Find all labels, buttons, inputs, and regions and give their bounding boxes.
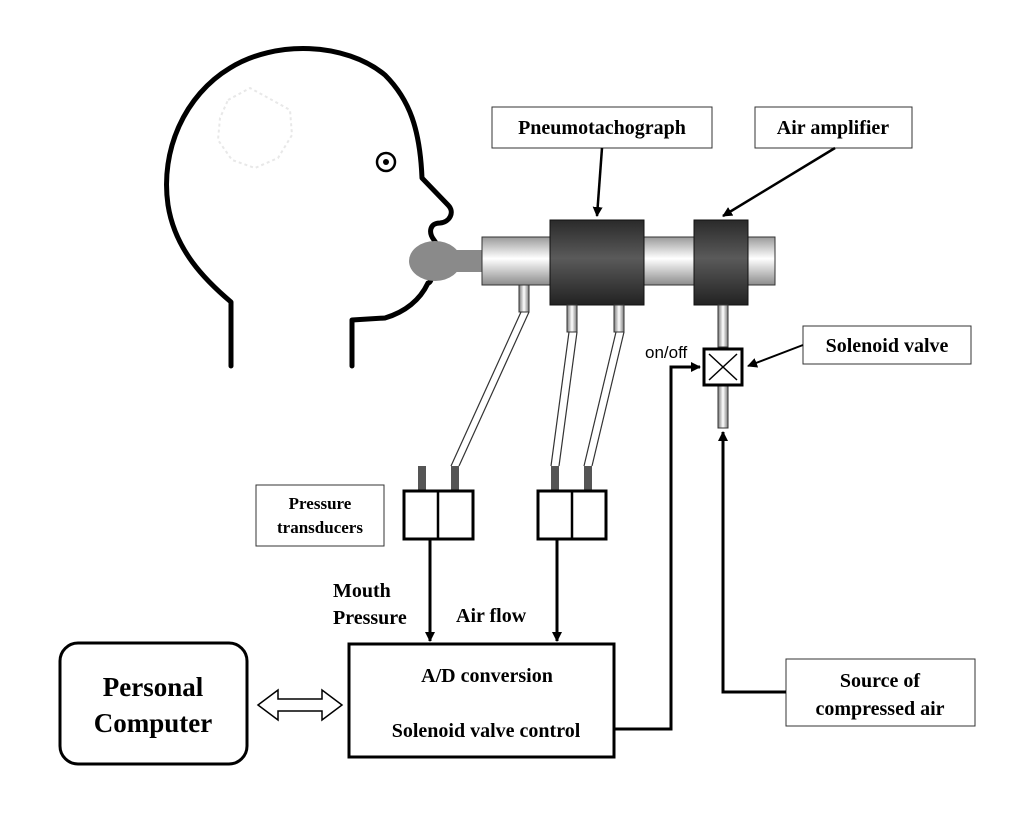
- pressure-transducer-flow: [536, 466, 608, 541]
- solenoid-valve-control-label: Solenoid valve control: [392, 720, 581, 742]
- pressure-transducers-label-line1: Pressure: [289, 494, 352, 513]
- pneumotachograph-label-box: Pneumotachograph: [491, 106, 713, 149]
- solenoid-valve-label: Solenoid valve: [826, 335, 949, 357]
- mouth-pressure-label-line1: Mouth: [333, 580, 391, 602]
- ad-conversion-label: A/D conversion: [421, 665, 553, 687]
- compressed-air-source-label-line1: Source of: [840, 670, 921, 692]
- compressed-air-line: [718, 431, 786, 694]
- pressure-transducers-label-line2: transducers: [277, 518, 363, 537]
- ad-conversion-box: A/D conversion Solenoid valve control: [347, 642, 616, 759]
- pressure-transducers-label-box: Pressure transducers: [255, 484, 385, 547]
- on-off-label: on/off: [645, 343, 688, 362]
- personal-computer-label-line2: Computer: [94, 708, 212, 738]
- head-silhouette: [164, 46, 454, 369]
- flow-tubing-left: [550, 331, 578, 467]
- solenoid-valve-icon: [702, 347, 744, 387]
- pneumotachograph-pointer: [592, 147, 604, 217]
- mouth-pressure-tubing: [450, 311, 530, 467]
- flow-port-left: [566, 304, 578, 333]
- personal-computer-label-line1: Personal: [103, 672, 204, 702]
- personal-computer-box: Personal Computer: [58, 641, 249, 766]
- air-amplifier-pointer: [722, 146, 836, 218]
- mouthpiece: [409, 241, 484, 281]
- air-amplifier-label: Air amplifier: [777, 117, 890, 139]
- solenoid-valve-pointer: [747, 344, 804, 368]
- amplifier-air-inlet: [717, 304, 729, 348]
- mouth-pressure-port: [518, 284, 530, 313]
- bidirectional-data-arrow-icon: [256, 688, 344, 722]
- flow-tubing-right: [583, 331, 625, 467]
- air-amplifier-label-box: Air amplifier: [754, 106, 913, 149]
- pressure-transducer-mouth: [402, 466, 475, 541]
- mouth-pressure-label-line2: Pressure: [333, 607, 407, 629]
- flow-port-right: [613, 304, 625, 333]
- compressed-air-source-box: Source of compressed air: [785, 658, 976, 727]
- valve-air-inlet: [717, 385, 729, 429]
- solenoid-control-line: [614, 362, 701, 731]
- solenoid-valve-label-box: Solenoid valve: [802, 325, 972, 365]
- air-flow-label: Air flow: [456, 605, 527, 627]
- pneumotachograph-body: [549, 219, 645, 306]
- compressed-air-source-label-line2: compressed air: [815, 698, 944, 720]
- pneumotachograph-label: Pneumotachograph: [518, 117, 686, 139]
- air-amplifier-body: [693, 219, 749, 306]
- eye-icon: [375, 151, 397, 173]
